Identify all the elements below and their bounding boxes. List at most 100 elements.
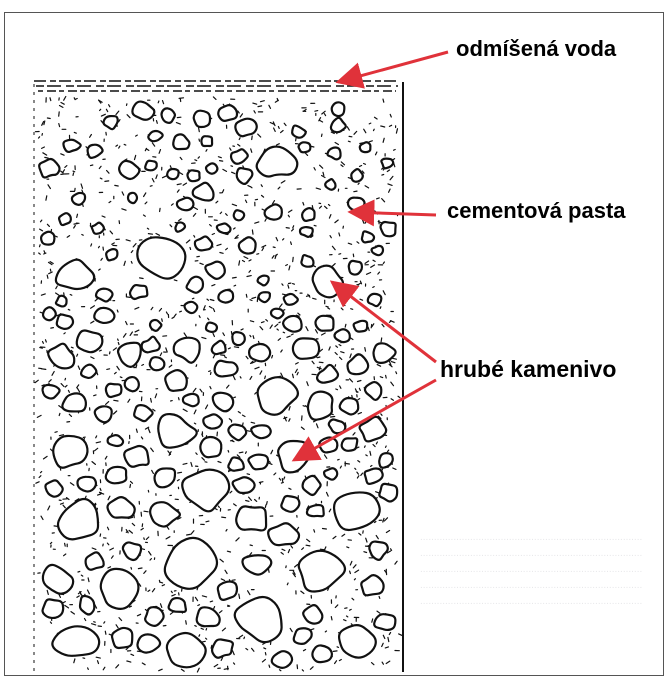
paste-speck [91, 306, 95, 309]
aggregate-stone [185, 302, 198, 313]
paste-speck [197, 668, 199, 672]
paste-speck [337, 647, 338, 648]
paste-speck [260, 371, 262, 374]
paste-speck [234, 504, 237, 506]
paste-speck [358, 399, 360, 400]
aggregate-stone [167, 633, 206, 667]
paste-speck [383, 518, 384, 522]
aggregate-stone [342, 438, 358, 451]
aggregate-stone [372, 246, 383, 255]
paste-speck [283, 239, 284, 240]
paste-speck [74, 659, 75, 663]
paste-speck [94, 622, 96, 623]
paste-speck [253, 336, 254, 339]
paste-speck [63, 602, 65, 603]
paste-speck [258, 134, 261, 137]
paste-speck [345, 324, 346, 327]
paste-speck [131, 481, 133, 483]
paste-speck [391, 549, 392, 551]
paste-speck [44, 456, 48, 459]
paste-speck [396, 129, 397, 133]
aggregate-stone [145, 607, 163, 626]
paste-speck [51, 449, 53, 451]
paste-speck [289, 419, 290, 421]
paste-speck [271, 450, 273, 453]
paste-speck [358, 381, 361, 382]
paste-speck [275, 254, 277, 256]
paste-speck [375, 522, 376, 523]
aggregate-stone [43, 565, 73, 594]
paste-speck [380, 307, 381, 309]
paste-speck [314, 168, 315, 170]
paste-speck [265, 653, 266, 655]
aggregate-stone [108, 435, 123, 446]
paste-speck [266, 320, 268, 322]
paste-speck [246, 649, 248, 650]
paste-speck [246, 452, 247, 454]
paste-speck [136, 365, 137, 368]
paste-speck [255, 367, 259, 369]
paste-speck [234, 285, 236, 286]
paste-speck [318, 357, 320, 358]
aggregate-stone [212, 639, 233, 657]
paste-speck [223, 169, 227, 171]
paste-speck [126, 322, 128, 325]
paste-speck [196, 365, 197, 367]
paste-speck [223, 333, 225, 336]
paste-speck [218, 157, 221, 158]
paste-speck [67, 236, 69, 238]
paste-speck [98, 494, 101, 495]
paste-speck [194, 410, 196, 414]
paste-speck [275, 324, 278, 327]
paste-speck [350, 561, 352, 565]
paste-speck [252, 297, 256, 298]
paste-speck [280, 670, 281, 671]
paste-speck [277, 329, 278, 330]
paste-speck [253, 103, 257, 104]
paste-speck [42, 147, 45, 148]
paste-speck [311, 629, 314, 630]
paste-speck [358, 413, 361, 414]
paste-speck [206, 638, 207, 639]
aggregate-stone [292, 126, 306, 138]
paste-speck [303, 203, 304, 206]
paste-speck [388, 184, 392, 186]
aggregate-stone [334, 492, 380, 530]
paste-speck [262, 195, 264, 197]
paste-speck [250, 321, 253, 322]
paste-speck [358, 283, 361, 285]
aggregate-stone [101, 569, 139, 609]
paste-speck [110, 231, 112, 234]
aggregate-stone [200, 437, 221, 457]
paste-speck [65, 605, 69, 608]
paste-speck [243, 261, 245, 262]
aggregate-stone [265, 204, 282, 219]
paste-speck [356, 391, 358, 392]
paste-speck [333, 536, 336, 538]
paste-speck [329, 215, 331, 219]
aggregate-stone [369, 542, 387, 560]
paste-speck [218, 462, 221, 463]
paste-speck [244, 257, 248, 259]
paste-speck [152, 470, 154, 473]
paste-speck [135, 307, 139, 309]
paste-speck [325, 631, 326, 632]
paste-speck [77, 354, 78, 356]
paste-speck [310, 667, 313, 670]
aggregate-stone [137, 634, 160, 652]
paste-speck [347, 127, 349, 130]
paste-speck [64, 97, 66, 101]
paste-speck [144, 215, 146, 216]
paste-speck [52, 372, 54, 376]
paste-speck [393, 159, 395, 160]
paste-speck [376, 152, 377, 155]
paste-speck [174, 280, 177, 281]
paste-speck [74, 132, 76, 133]
paste-speck [44, 253, 46, 254]
paste-speck [386, 661, 390, 663]
paste-speck [301, 591, 304, 593]
paste-speck [220, 161, 223, 162]
aggregate-stone [335, 329, 350, 342]
paste-speck [200, 263, 203, 264]
paste-speck [264, 648, 266, 649]
